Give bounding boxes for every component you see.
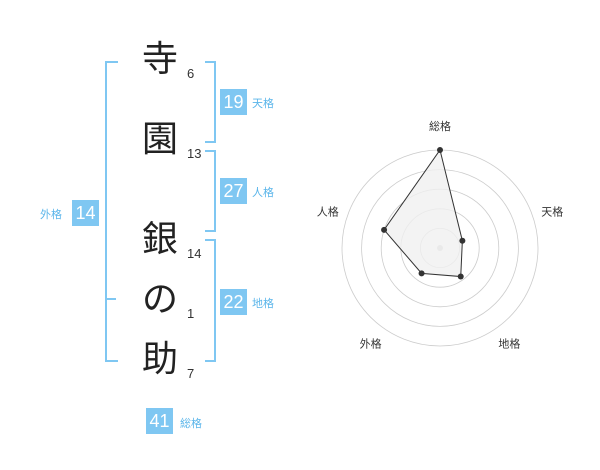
tenkaku-value: 19 [220, 89, 247, 115]
chikaku-bracket [205, 239, 216, 362]
gaikaku-bracket-tick [105, 298, 116, 300]
radar-point-2 [459, 237, 466, 244]
tenkaku-label: 天格 [252, 97, 274, 110]
radar-axis-label-4: 外格 [360, 336, 382, 350]
soukaku-value: 41 [146, 408, 173, 434]
name-char-5: 助 [141, 339, 178, 380]
radar-point-5 [381, 226, 388, 233]
stroke-count-2: 13 [187, 146, 202, 161]
name-char-4: の [141, 279, 178, 320]
jinkaku-bracket [205, 150, 216, 232]
jinkaku-value: 27 [220, 178, 247, 204]
radar-axis-label-5: 人格 [317, 205, 339, 219]
radar-axis-label-3: 地格 [498, 336, 520, 350]
stroke-count-4: 1 [187, 306, 195, 321]
radar-axis-label-2: 天格 [541, 205, 563, 219]
stroke-count-5: 7 [187, 366, 195, 381]
radar-polygon [383, 148, 463, 278]
chikaku-value: 22 [220, 289, 247, 315]
name-char-3: 銀 [141, 219, 178, 260]
jinkaku-label: 人格 [252, 186, 274, 199]
gaikaku-value: 14 [72, 200, 99, 226]
chikaku-label: 地格 [252, 297, 274, 310]
name-char-2: 園 [141, 119, 178, 160]
name-char-1: 寺 [141, 39, 178, 80]
stroke-count-3: 14 [187, 246, 202, 261]
radar-shape [381, 147, 466, 280]
gaikaku-label: 外格 [40, 208, 62, 221]
tenkaku-bracket [205, 61, 216, 143]
radar-point-1 [437, 147, 443, 153]
soukaku-label: 総格 [180, 417, 202, 430]
gaikaku-bracket [105, 61, 118, 362]
stroke-count-1: 6 [187, 66, 195, 81]
radar-point-3 [457, 273, 464, 280]
radar-axis-label-1: 総格 [429, 119, 451, 133]
radar-point-4 [418, 270, 425, 277]
